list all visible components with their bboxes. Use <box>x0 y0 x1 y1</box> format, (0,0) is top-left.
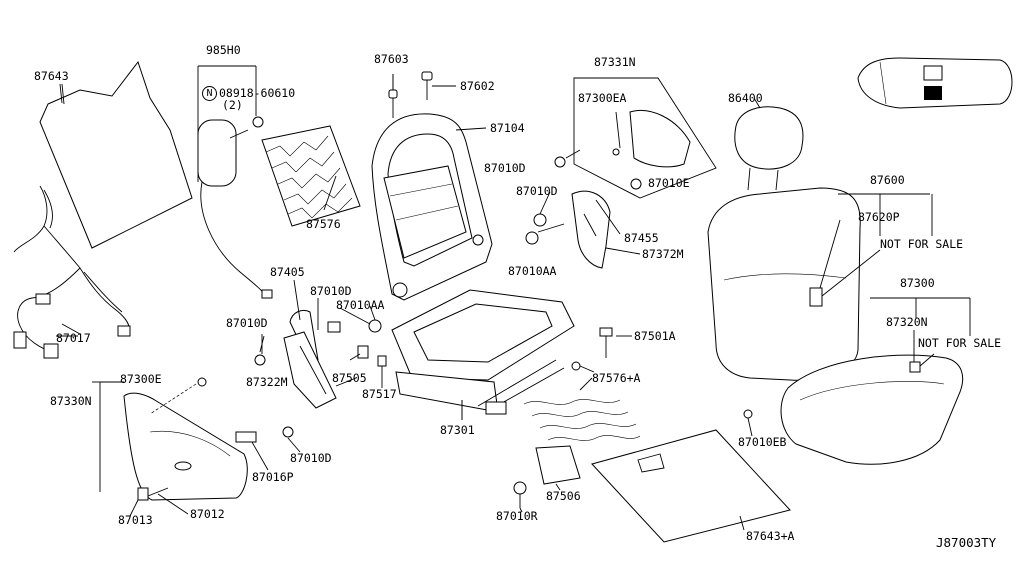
callout-87517: 87517 <box>362 387 397 401</box>
callout-87010d-e: 87010D <box>290 451 332 465</box>
callout-87620p: 87620P <box>858 210 900 224</box>
callout-87405: 87405 <box>270 265 305 279</box>
callout-87331n: 87331N <box>594 55 636 69</box>
callout-87013: 87013 <box>118 513 153 527</box>
callout-87016p: 87016P <box>252 470 294 484</box>
callout-87010e: 87010E <box>648 176 690 190</box>
callout-87643: 87643 <box>34 69 69 83</box>
callout-87602: 87602 <box>460 79 495 93</box>
callout-87010eb: 87010EB <box>738 435 787 449</box>
callout-87505: 87505 <box>332 371 367 385</box>
callout-87300e: 87300E <box>120 372 162 386</box>
seat-cushion-frame-87301 <box>391 289 595 420</box>
leader-lines <box>56 74 971 531</box>
side-finisher-87330n <box>92 377 294 501</box>
side-airbag-985h0 <box>197 65 273 299</box>
callout-87501a: 87501A <box>634 329 676 343</box>
bracket-87506 <box>513 445 581 508</box>
callout-87010d-b: 87010D <box>516 184 558 198</box>
callout-87372m: 87372M <box>642 247 684 261</box>
lower-springs-87576a <box>523 377 641 441</box>
callout-87010d-a: 87010D <box>484 161 526 175</box>
garnish-87455-87372m <box>525 190 611 269</box>
callout-87320n: 87320N <box>886 315 928 329</box>
callout-87300ea: 87300EA <box>578 91 627 105</box>
callout-87455: 87455 <box>624 231 659 245</box>
car-locator-icon <box>857 57 1013 109</box>
callout-87010aa-b: 87010AA <box>336 298 385 312</box>
callout-87330n: 87330N <box>50 394 92 408</box>
callout-87010d-c: 87010D <box>310 284 352 298</box>
callout-08918-60610: 08918-60610 <box>219 86 296 100</box>
n-circle-badge: N <box>202 86 217 101</box>
cushion-board-87643a <box>591 429 791 543</box>
callout-87322m: 87322M <box>246 375 288 389</box>
spring-mat-87576 <box>261 125 361 227</box>
callout-87010aa-a: 87010AA <box>508 264 557 278</box>
bolt-87501a <box>599 327 613 358</box>
back-trim-87600 <box>707 187 930 381</box>
callout-87576a: 87576+A <box>592 371 641 385</box>
callout-87012: 87012 <box>190 507 225 521</box>
back-board-87643 <box>39 60 193 249</box>
callout-08918-qty: (2) <box>222 98 243 112</box>
callout-87300: 87300 <box>900 276 935 290</box>
guide-pins-87602-87603 <box>388 71 456 118</box>
callout-86400: 86400 <box>728 91 763 105</box>
recliner-87322m-87405 <box>254 309 337 409</box>
seat-back-frame-87104 <box>371 113 493 301</box>
callout-87017: 87017 <box>56 331 91 345</box>
callout-87301: 87301 <box>440 423 475 437</box>
callout-985h0: 985H0 <box>206 43 241 57</box>
callout-87506: 87506 <box>546 489 581 503</box>
callout-87603: 87603 <box>374 52 409 66</box>
callout-87010d-d: 87010D <box>226 316 268 330</box>
diagram-code: J87003TY <box>936 535 997 550</box>
callout-87104: 87104 <box>490 121 525 135</box>
callout-87010r: 87010R <box>496 509 538 523</box>
callout-87643a: 87643+A <box>746 529 795 543</box>
wire-harness-87017 <box>13 185 131 359</box>
headrest-86400 <box>734 106 804 191</box>
not-for-sale-back: NOT FOR SALE <box>880 237 964 251</box>
cushion-trim-87300 <box>743 297 970 465</box>
callout-87600: 87600 <box>870 173 905 187</box>
side-cover-87331n <box>554 77 717 199</box>
not-for-sale-cushion: NOT FOR SALE <box>918 336 1002 350</box>
callout-87576: 87576 <box>306 217 341 231</box>
